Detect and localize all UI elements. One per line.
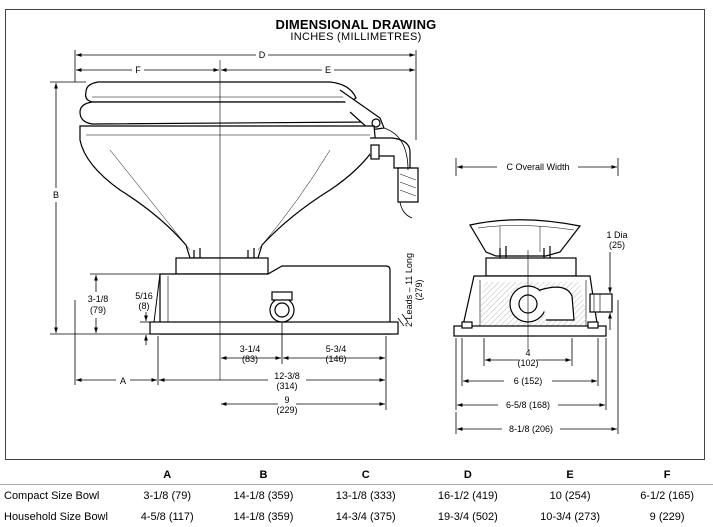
table-cell: 13-1/8 (333) <box>335 489 396 502</box>
dia-mm: (25) <box>609 240 625 250</box>
col-header-c: C <box>314 466 417 485</box>
table-corner <box>0 466 122 485</box>
dim-9-mm: (229) <box>276 405 297 415</box>
dim-9-label: 9 <box>284 395 289 405</box>
dim-3-1-8-label: 3-1/8 <box>88 294 109 304</box>
dim-D <box>74 50 417 140</box>
dim-6-label: 6 (152) <box>514 376 543 386</box>
table-cell: 3-1/8 (79) <box>143 489 192 502</box>
col-header-b: B <box>212 466 315 485</box>
table-cell: 14-1/8 (359) <box>233 489 294 502</box>
dim-4 <box>483 338 573 366</box>
col-header-e: E <box>518 466 622 485</box>
dim-B <box>50 81 150 335</box>
table-cell: 10-3/4 (273) <box>540 510 601 523</box>
table-cell: 4-5/8 (117) <box>140 510 194 523</box>
drawing-frame: DIMENSIONAL DRAWING INCHES (MILLIMETRES) <box>5 9 705 460</box>
table-cell: 9 (229) <box>649 510 685 523</box>
dim-3-1-4-label: 3-1/4 <box>240 344 261 354</box>
dim-3-1-8-mm: (79) <box>90 305 106 315</box>
dim-4-label: 4 <box>525 348 530 358</box>
leads-label: 2 Leads – 11 Long <box>404 253 414 327</box>
dim-6-5-8 <box>455 338 607 410</box>
dim-5-16 <box>140 312 150 345</box>
table-cell: 14-3/4 (375) <box>335 510 396 523</box>
dim-E-label: E <box>325 65 331 75</box>
col-header-d: D <box>416 466 519 485</box>
dimensional-drawing: D F E B 3-1/8 (79) 5/16 (8) A <box>50 50 628 434</box>
drawing-title: DIMENSIONAL DRAWING <box>275 17 437 32</box>
dim-C <box>455 158 619 176</box>
dim-8-1-8-label: 8-1/8 (206) <box>509 424 553 434</box>
dim-3-1-4-5-3-4 <box>221 322 387 410</box>
table-cell: 16-1/2 (419) <box>437 489 498 502</box>
dim-6-5-8-label: 6-5/8 (168) <box>506 400 550 410</box>
dim-5-16-mm: (8) <box>139 301 150 311</box>
dimension-table: A B C D E F Compact Size Bowl 3-1/8 (79)… <box>0 466 713 527</box>
table-cell: 6-1/2 (165) <box>640 489 694 502</box>
dim-8-1-8 <box>455 300 619 434</box>
row-label-household: Household Size Bowl <box>4 510 108 523</box>
dia-label: 1 Dia <box>606 230 627 240</box>
table-cell: 19-3/4 (502) <box>437 510 498 523</box>
dim-5-3-4-label: 5-3/4 <box>326 344 347 354</box>
table-row: Compact Size Bowl 3-1/8 (79) 14-1/8 (359… <box>0 485 713 507</box>
table-row: Household Size Bowl 4-5/8 (117) 14-1/8 (… <box>0 506 713 527</box>
dim-6 <box>461 338 599 386</box>
dim-3-1-4-mm: (83) <box>242 354 258 364</box>
row-label-compact: Compact Size Bowl <box>4 489 100 502</box>
dim-3-1-8 <box>90 273 176 333</box>
side-view-toilet <box>79 81 419 335</box>
col-header-a: A <box>122 466 213 485</box>
dim-12-3-8-label: 12-3/8 <box>274 371 300 381</box>
dim-A-label: A <box>120 376 126 386</box>
table-cell: 14-1/8 (359) <box>233 510 294 523</box>
front-view-toilet <box>453 219 613 337</box>
dim-B-label: B <box>53 190 59 200</box>
table-header-row: A B C D E F <box>0 466 713 485</box>
dim-12-3-8-mm: (314) <box>276 381 297 391</box>
table-cell: 10 (254) <box>549 489 591 502</box>
drawing-subtitle: INCHES (MILLIMETRES) <box>290 31 422 43</box>
dim-4-mm: (102) <box>517 358 538 368</box>
dim-5-16-label: 5/16 <box>135 291 153 301</box>
dim-C-label: C Overall Width <box>506 162 569 172</box>
col-header-f: F <box>621 466 713 485</box>
dim-A <box>74 300 159 385</box>
dim-D-label: D <box>259 50 266 60</box>
dim-F-label: F <box>135 65 141 75</box>
leads-mm: (279) <box>414 279 424 300</box>
dim-5-3-4-mm: (146) <box>325 354 346 364</box>
